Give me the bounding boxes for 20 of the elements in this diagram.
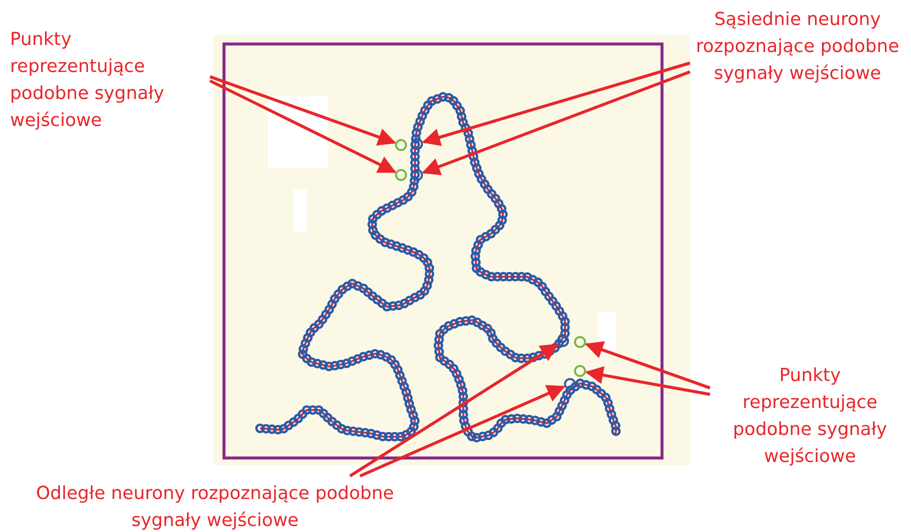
highlighted-point <box>395 139 407 151</box>
annotation-text: Sąsiednie neurony rozpoznające podobne sygnały wejściowe <box>690 6 905 87</box>
annotation-text: Punkty reprezentujące podobne sygnały wejściowe <box>10 26 210 134</box>
arrow <box>584 341 710 390</box>
neuron-circle <box>564 378 576 390</box>
neuron-circle <box>557 335 569 347</box>
arrow <box>359 385 566 478</box>
highlighted-point <box>574 365 586 377</box>
arrow <box>209 79 396 174</box>
annotation-text: Odległe neurony rozpoznające podobne sygnały wejściowe <box>35 480 395 532</box>
highlighted-point <box>395 169 407 181</box>
arrow <box>422 70 691 176</box>
highlighted-point <box>574 336 586 348</box>
arrow <box>422 62 690 146</box>
annotation-text: Punkty reprezentujące podobne sygnały wejściowe <box>710 362 910 470</box>
arrow <box>210 75 396 146</box>
neuron-circle <box>411 138 423 150</box>
neuron-circle <box>411 169 423 181</box>
arrow <box>349 343 559 478</box>
arrow <box>585 366 710 396</box>
